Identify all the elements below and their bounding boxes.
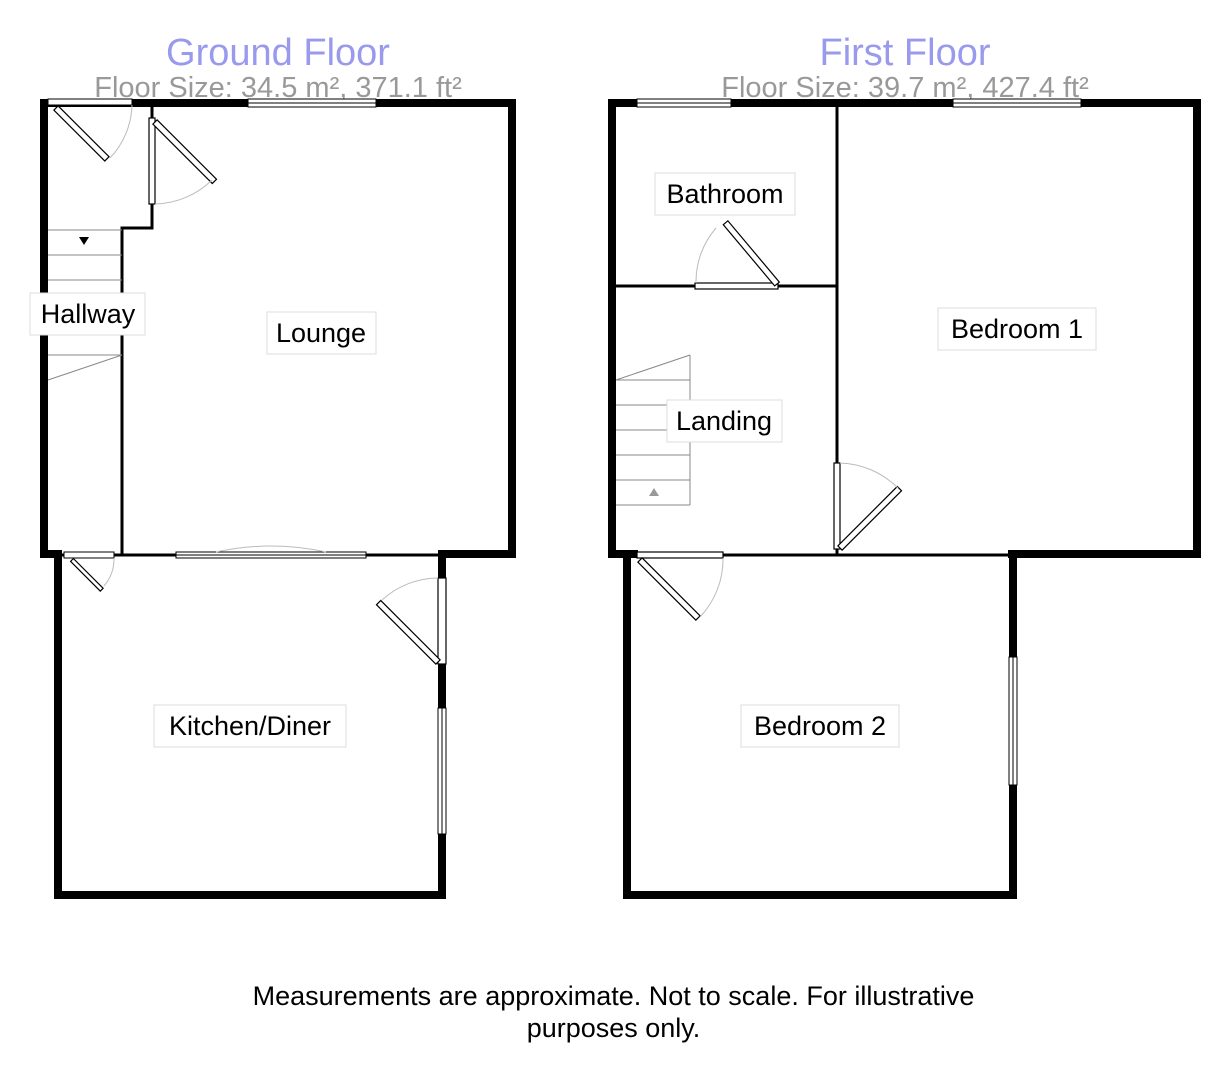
window <box>437 707 447 835</box>
window <box>247 98 377 108</box>
disclaimer: Measurements are approximate. Not to sca… <box>0 980 1227 1044</box>
bathroom-door[interactable] <box>694 219 781 290</box>
window <box>1008 656 1018 786</box>
disclaimer-text: Measurements are approximate. Not to sca… <box>252 981 975 1043</box>
room-label-hallway: Hallway <box>41 299 136 329</box>
lounge-door[interactable] <box>148 117 218 205</box>
kitchen-hall-door[interactable] <box>63 551 115 592</box>
wall <box>508 99 516 558</box>
room-label-kitchen-diner: Kitchen/Diner <box>169 711 331 741</box>
room-label-lounge: Lounge <box>276 318 366 348</box>
wall <box>623 550 631 899</box>
wall <box>1008 550 1201 558</box>
stairs-up-arrow-icon <box>649 488 659 496</box>
wall <box>1193 99 1201 558</box>
wall <box>40 550 62 558</box>
ground-floor: Ground Floor Floor Size: 34.5 m², 371.1 … <box>29 32 516 899</box>
wall <box>54 550 62 899</box>
room-label-landing: Landing <box>676 406 772 436</box>
bedroom-1-door[interactable] <box>833 462 903 551</box>
bedroom-2-door[interactable] <box>636 551 724 621</box>
wall <box>438 550 516 558</box>
room-label-bedroom-1: Bedroom 1 <box>951 314 1083 344</box>
window <box>175 545 367 559</box>
room-label-bathroom: Bathroom <box>666 179 783 209</box>
first-floor: First Floor Floor Size: 39.7 m², 427.4 f… <box>608 32 1201 899</box>
wall <box>54 891 446 899</box>
wall <box>608 99 616 558</box>
room-label-bedroom-2: Bedroom 2 <box>754 711 886 741</box>
first-floor-title: First Floor <box>820 32 991 74</box>
ground-floor-title: Ground Floor <box>166 32 390 74</box>
window <box>636 98 732 108</box>
wall <box>608 99 1201 107</box>
wall <box>623 891 1017 899</box>
window <box>952 98 1082 108</box>
stairs-down-arrow-icon <box>79 237 89 245</box>
back-door[interactable] <box>375 577 447 665</box>
front-door[interactable] <box>47 98 133 162</box>
